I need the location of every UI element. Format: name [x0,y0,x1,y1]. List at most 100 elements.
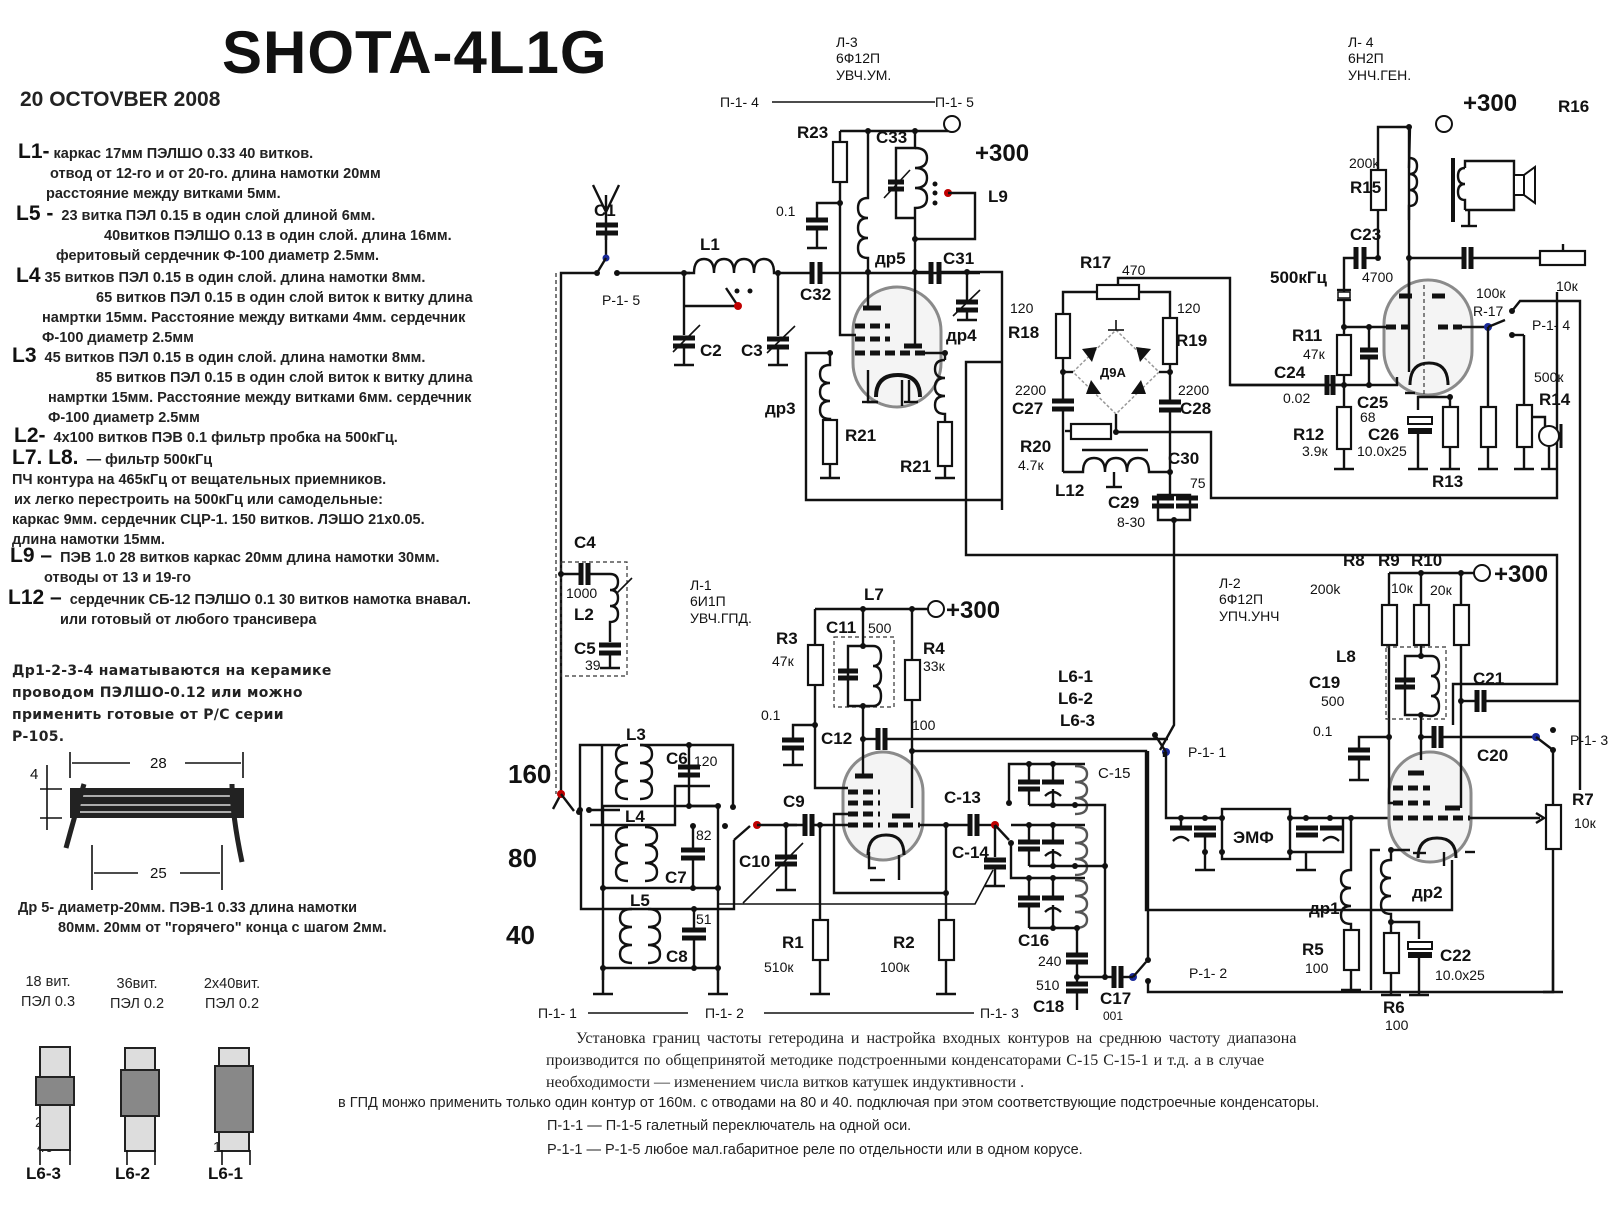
note-line: 85 витков ПЭЛ 0.15 в один слой виток к в… [96,370,473,386]
label-r9-value: 10к [1391,580,1414,596]
note-line: 23 витка ПЭЛ 0.15 в один слой длиной 6мм… [61,208,376,224]
l6-3-name: L6-3 [26,1164,61,1183]
label-l7: L7 [864,585,884,604]
label-r16: R16 [1558,97,1589,116]
supply-l4: +300 [1463,90,1517,117]
label-l4: L4 [625,807,645,826]
label-c6: C6 [666,749,688,768]
note-l5: L5 - 23 витка ПЭЛ 0.15 в один слой длино… [16,202,452,266]
supply-l2: +300 [1494,561,1548,588]
band-input-coils [557,742,797,996]
relay-p1-5: Р-1- 5 [602,292,640,308]
label-c2: C2 [700,341,722,360]
coil-turns: 36вит. [116,976,158,992]
tube-l3-type: 6Ф12П [836,50,880,66]
label-c24: C24 [1274,363,1306,382]
label-l6-2: L6-2 [1058,689,1093,708]
schematic-date: 20 OCTOVBER 2008 [20,88,221,111]
label-r15: R15 [1350,178,1381,197]
label-c12-value: 100 [912,717,936,733]
switch-note: П-1-1 — П-1-5 галетный переключатель на … [547,1118,912,1134]
label-c13: C-13 [944,788,981,807]
label-r3: R3 [776,629,798,648]
label-c25-value: 68 [1360,409,1376,425]
note-line: или готовый от любого трансивера [60,612,317,628]
label-dr2: др2 [1412,883,1443,902]
label-l12: L12 [1055,481,1084,500]
note-line: отводы от 13 и 19-го [44,570,191,586]
label-r20: R20 [1020,437,1051,456]
tube-l2-role: УПЧ.УНЧ [1219,608,1280,624]
note-line: ПЧ контура на 465кГц от вещательных прие… [12,472,387,488]
label-r19: R19 [1176,331,1207,350]
label-r9: R9 [1378,551,1400,570]
emf-filter [1152,732,1395,992]
note-id: L5 - [16,202,54,225]
tube-l1-id: Л-1 [690,577,712,593]
label-r1: R1 [782,933,804,952]
label-r14-value: 500к [1534,369,1564,385]
label-l1: L1 [700,235,720,254]
l6-1-name: L6-1 [208,1164,243,1183]
choke-note: Др1-2-3-4 наматываются на керамике прово… [12,660,332,748]
label-r18-value: 120 [1010,300,1034,316]
label-c26-value: 10.0х25 [1357,443,1407,459]
note-l12: L12 – сердечник СБ-12 ПЭЛШО 0.1 30 витко… [8,587,471,630]
choke-lead [229,783,245,863]
l6-1-spec: 2х40вит.ПЭЛ 0.2 [192,974,272,1014]
relay-note: Р-1-1 — Р-1-5 любое мал.габаритное реле … [547,1142,1083,1158]
note-line: 45 витков ПЭЛ 0.15 в один слой. длина на… [44,350,426,366]
label-c15: C-15 [1098,765,1131,782]
note-id: L4 [16,264,41,287]
label-r17b-value: 100к [1476,285,1506,301]
tube-l4-role: УНЧ.ГЕН. [1348,67,1411,83]
band-160: 160 [508,759,551,789]
supply-labels: +300 +300 +300 +300 [946,90,1548,624]
switch-p1-5: П-1- 5 [935,94,974,110]
label-c-0-1-c: 0.1 [1313,723,1333,739]
coil-wire: ПЭЛ 0.2 [109,996,165,1012]
label-c21: C21 [1473,669,1504,688]
label-c30: C30 [1168,449,1199,468]
supply-l3: +300 [975,140,1029,167]
note-l7-l8: L7. L8. — фильтр 500кГц ПЧ контура на 46… [12,447,425,550]
switch-gang-lines [588,101,974,1014]
label-c27-value: 2200 [1015,382,1046,398]
label-c17-value: 001 [1103,1009,1123,1023]
tube-l2-id: Л-2 [1219,575,1241,591]
label-c8-value: 51 [696,911,712,927]
microphone-icon [1538,425,1560,447]
label-c19: C19 [1309,673,1340,692]
switch-p1-4: П-1- 4 [720,94,759,110]
label-c1: C1 [594,201,616,220]
relay-p1-1: Р-1- 1 [1188,744,1226,760]
label-crystal: 500кГц [1270,268,1328,287]
label-c30-value: 75 [1190,475,1206,491]
label-emf: ЭМФ [1233,828,1274,847]
label-r13: R13 [1432,472,1463,491]
tube-l2 [1387,750,1473,864]
label-d9a: Д9А [1100,365,1126,380]
l6-3-spec: 18 вит.ПЭЛ 0.3 [13,972,83,1012]
choke-lead-dim: 25 [150,865,167,882]
note-id: L1- [18,140,50,163]
note-l9: L9 – ПЭВ 1.0 28 витков каркас 20мм длина… [10,545,440,588]
note-line: 35 витков ПЭЛ 0.15 в один слой. длина на… [44,270,426,286]
l1-network [672,257,980,367]
l6-coil-forms [35,1046,254,1165]
label-c9: C9 [783,792,805,811]
l3-anode-circuit [806,115,1004,510]
tank-row-3 [1018,875,1089,931]
note-l3: L3 45 витков ПЭЛ 0.15 в один слой. длина… [12,345,473,428]
tube-l1-type: 6И1П [690,593,726,609]
tube-l3-id: Л-3 [836,34,858,50]
note-line: каркас 17мм ПЭЛШО 0.33 40 витков. [53,146,314,162]
tube-l1-role: УВЧ.ГПД. [690,610,752,626]
tube-l3 [851,285,943,409]
label-l3: L3 [626,725,646,744]
note-line: отвод от 12-го и от 20-го. длина намотки… [50,166,381,182]
label-c26: C26 [1368,425,1399,444]
label-c29-value: 8-30 [1117,514,1145,530]
antenna-input [551,184,690,810]
